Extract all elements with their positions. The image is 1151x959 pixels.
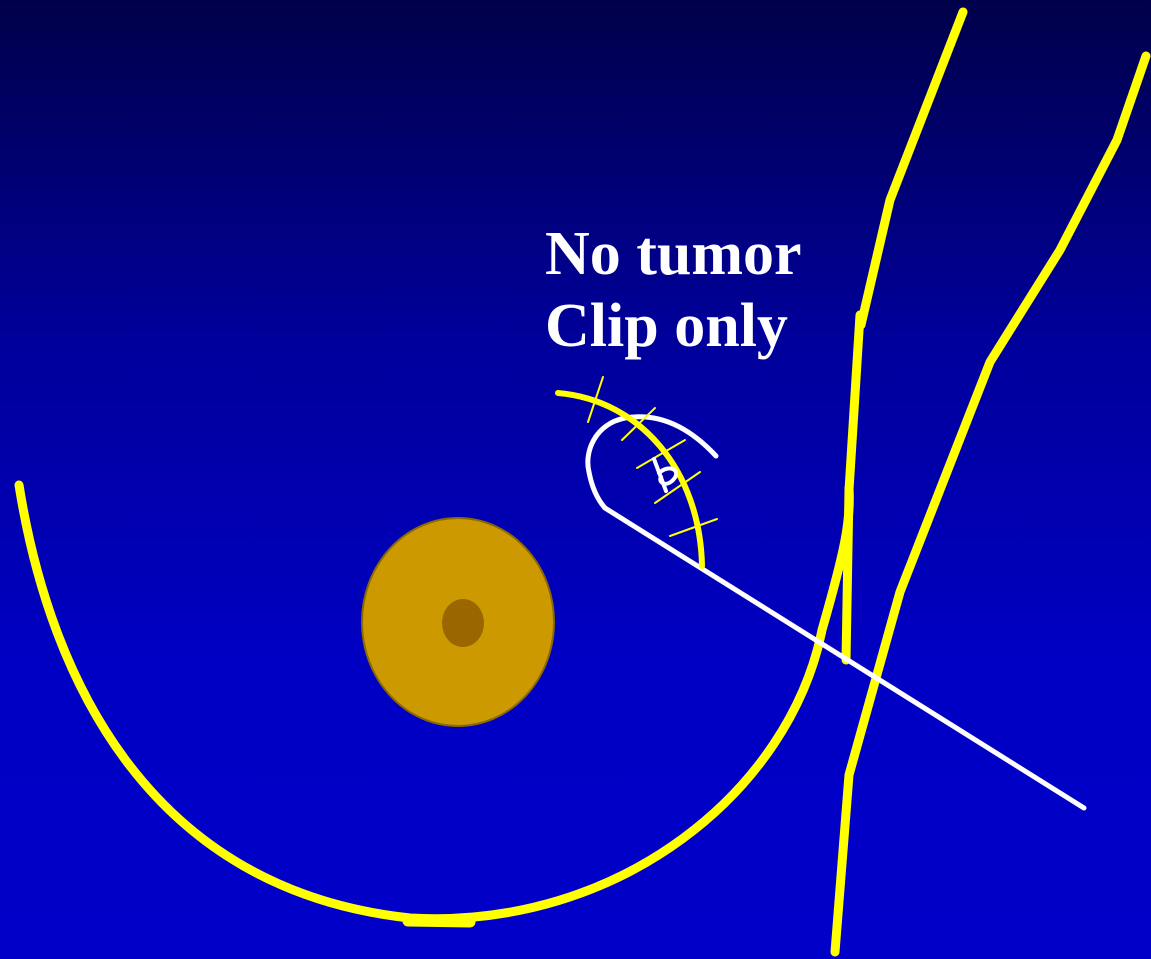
- chest-wall-line: [846, 12, 963, 660]
- annotation-text: No tumor Clip only: [545, 218, 802, 362]
- excision-margin-arc: [558, 393, 702, 566]
- margin-tick: [670, 519, 717, 536]
- annotation-line-1: No tumor: [545, 218, 802, 290]
- nipple: [442, 599, 484, 647]
- breast-outline-base-seam: [408, 921, 470, 922]
- annotation-line-2: Clip only: [545, 290, 802, 362]
- excision-cavity-outline: [588, 417, 716, 508]
- body-contour-line: [835, 56, 1146, 952]
